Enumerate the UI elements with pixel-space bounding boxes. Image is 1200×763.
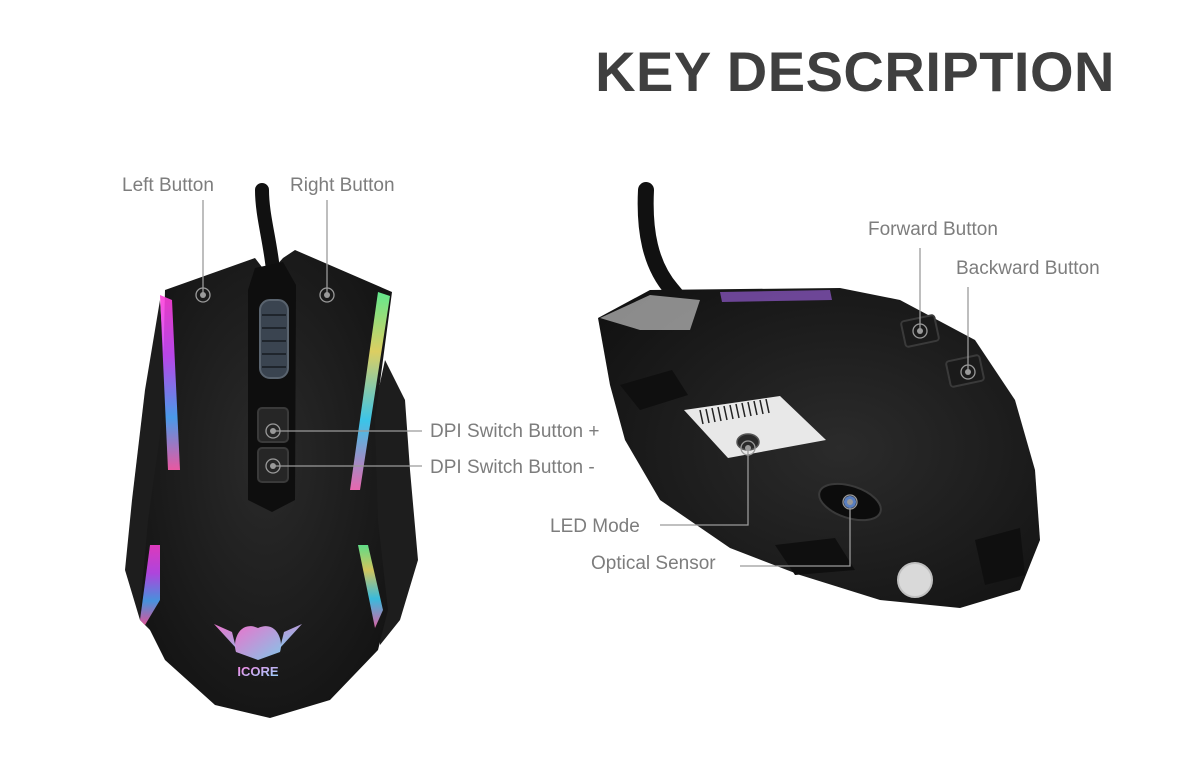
- skate-pad-3: [975, 528, 1025, 585]
- brand-logo: ICORE: [214, 624, 302, 679]
- dpi-plus-button: [257, 407, 289, 443]
- rgb-strip-right: [350, 292, 390, 490]
- mouse-cable: [255, 183, 280, 277]
- product-label-sticker: [684, 396, 826, 458]
- mouse-bottom-body: [598, 288, 1040, 608]
- backward-button: [945, 354, 985, 388]
- page-title: KEY DESCRIPTION: [595, 40, 1115, 103]
- left-button-label: Left Button: [122, 175, 214, 196]
- callout-dots-bottom: [740, 323, 976, 510]
- right-button-label: Right Button: [290, 175, 395, 196]
- rgb-strip-left-lower: [140, 545, 160, 625]
- forward-button-label: Forward Button: [868, 219, 998, 240]
- dpi-plus-label: DPI Switch Button +: [430, 421, 600, 442]
- backward-button-label: Backward Button: [956, 258, 1100, 279]
- callouts-top: [202, 200, 422, 467]
- callouts-bottom: [660, 248, 969, 567]
- mouse-top-view: ICORE: [125, 183, 418, 718]
- mouse-bottom-lip: [600, 295, 700, 330]
- dpi-minus-label: DPI Switch Button -: [430, 457, 595, 478]
- optical-sensor-label: Optical Sensor: [591, 553, 716, 574]
- brand-logo-text: ICORE: [237, 664, 279, 679]
- rgb-glow-bottom: [720, 290, 832, 302]
- rgb-strip-left: [160, 295, 180, 470]
- bottom-badge: [897, 562, 933, 598]
- led-mode-label: LED Mode: [550, 516, 640, 537]
- skate-pad-1: [620, 370, 688, 410]
- mouse-bottom-view: [598, 182, 1040, 608]
- callout-dots-top: [195, 287, 335, 474]
- scroll-wheel: [259, 299, 289, 379]
- rgb-strip-right-lower: [358, 545, 383, 628]
